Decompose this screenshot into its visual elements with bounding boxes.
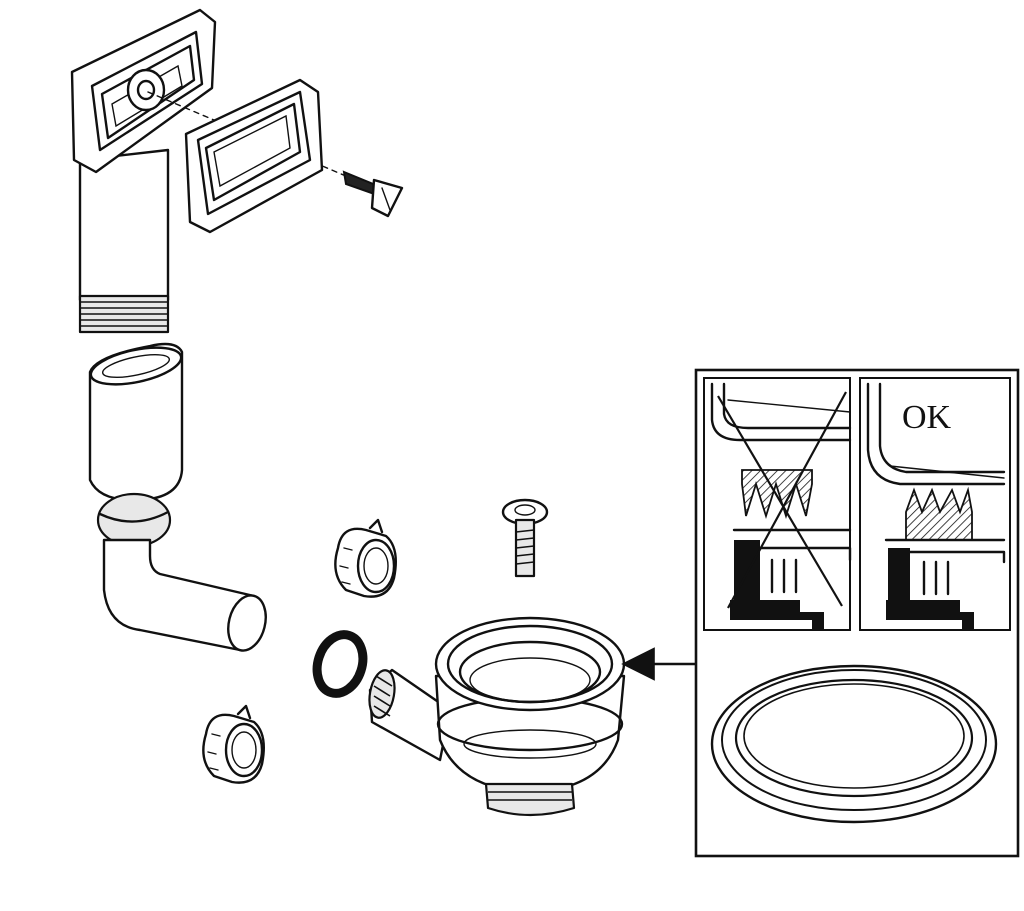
strainer-body	[368, 616, 626, 817]
incorrect-cross-mark-line-1	[717, 395, 843, 607]
overflow-outlet-head	[70, 8, 361, 334]
outlet-pipe-thread	[78, 294, 170, 334]
sealing-gasket-ring	[710, 664, 998, 824]
union-nut-lower	[202, 704, 265, 784]
overflow-screw	[342, 170, 404, 218]
correct-installation-panel: OK	[859, 377, 1011, 631]
overflow-hose	[88, 342, 267, 652]
incorrect-installation-panel	[703, 377, 852, 631]
detail-inset-box: OK	[694, 368, 1020, 858]
center-bolt	[501, 498, 549, 578]
o-ring-seal	[312, 630, 368, 698]
ok-label: OK	[902, 399, 952, 436]
union-nut-upper	[334, 518, 397, 598]
incorrect-cross-mark-line-2	[727, 391, 847, 609]
overflow-cover-plate	[184, 78, 324, 234]
